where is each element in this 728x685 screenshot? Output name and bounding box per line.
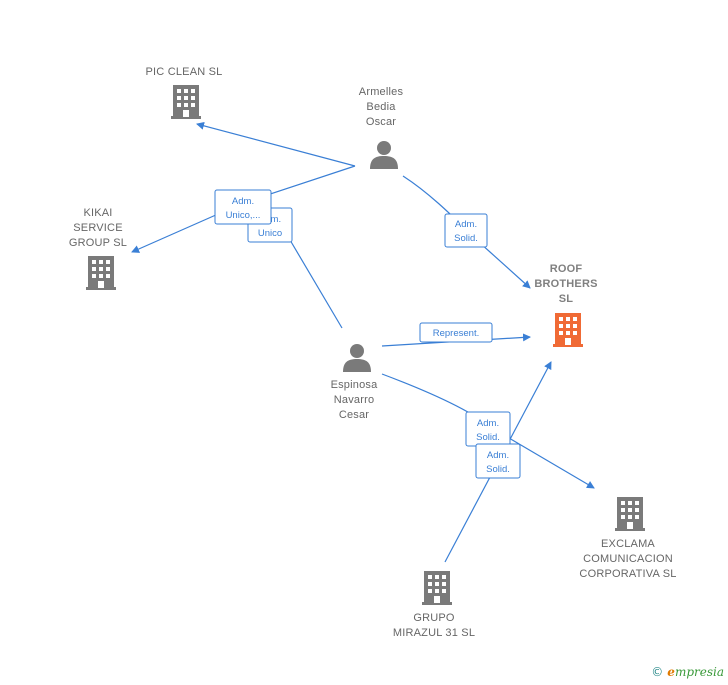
edge-label-line: Adm. (477, 418, 499, 429)
edge-armelles-pic-clean[interactable] (196, 121, 356, 167)
edge-label-adm-unico-a[interactable]: Adm. Unico,... (214, 189, 272, 225)
edge-label-line: Adm. (232, 196, 254, 207)
node-label: Navarro (334, 394, 375, 406)
node-kikai[interactable]: KIKAI SERVICE GROUP SL (69, 207, 127, 290)
node-label: Espinosa (331, 379, 379, 391)
edge-label-line: Solid. (486, 464, 510, 475)
person-icon (343, 344, 371, 372)
node-label: EXCLAMA (601, 538, 655, 550)
edge-label-adm-solid-exclama[interactable]: Adm. Solid. (465, 411, 511, 447)
person-icon (370, 141, 398, 169)
building-icon (615, 497, 645, 531)
edge-label-adm-solid-grupo[interactable]: Adm. Solid. (475, 443, 521, 479)
edge-label-line: Unico,... (226, 210, 261, 221)
node-label: MIRAZUL 31 SL (393, 627, 475, 639)
edge-label-represent[interactable]: Represent. (419, 322, 493, 343)
node-roof-brothers[interactable]: ROOF BROTHERS SL (534, 263, 597, 347)
node-label: ROOF (550, 263, 583, 275)
node-label: Oscar (366, 116, 396, 128)
edge-label-line: Adm. (455, 219, 477, 230)
node-label: GRUPO (413, 612, 455, 624)
node-label: Bedia (366, 101, 396, 113)
node-label: COMUNICACION (583, 553, 673, 565)
node-espinosa[interactable]: Espinosa Navarro Cesar (331, 344, 379, 421)
edges (131, 121, 595, 563)
brand-logo-initial: e (667, 665, 675, 679)
node-armelles[interactable]: Armelles Bedia Oscar (359, 86, 404, 169)
node-label: SERVICE (73, 222, 123, 234)
node-label: PIC CLEAN SL (146, 66, 223, 78)
edge-label-line: Represent. (433, 328, 479, 339)
edge-label-line: Unico (258, 228, 282, 239)
edge-label-line: Solid. (476, 432, 500, 443)
edge-label-adm-solid-armelles[interactable]: Adm. Solid. (444, 213, 488, 248)
brand-footer: ©empresia (651, 665, 724, 679)
node-exclama[interactable]: EXCLAMA COMUNICACION CORPORATIVA SL (579, 497, 676, 580)
building-icon (422, 571, 452, 605)
building-icon (171, 85, 201, 119)
node-grupo-mirazul[interactable]: GRUPO MIRAZUL 31 SL (393, 571, 475, 639)
node-label: Armelles (359, 86, 404, 98)
node-label: GROUP SL (69, 237, 127, 249)
node-label: SL (559, 293, 574, 305)
node-label: BROTHERS (534, 278, 597, 290)
node-pic-clean[interactable]: PIC CLEAN SL (146, 66, 223, 119)
building-icon (86, 256, 116, 290)
building-icon (553, 313, 583, 347)
node-label: Cesar (339, 409, 369, 421)
edge-label-line: Adm. (487, 450, 509, 461)
node-label: CORPORATIVA SL (579, 568, 676, 580)
edge-labels: Adm. Unico Adm. Unico,... Adm. Solid. Re… (214, 189, 521, 479)
brand-logo-text: mpresia (674, 665, 724, 679)
copyright-symbol: © (651, 665, 664, 679)
node-label: KIKAI (83, 207, 112, 219)
edge-label-line: Solid. (454, 233, 478, 244)
